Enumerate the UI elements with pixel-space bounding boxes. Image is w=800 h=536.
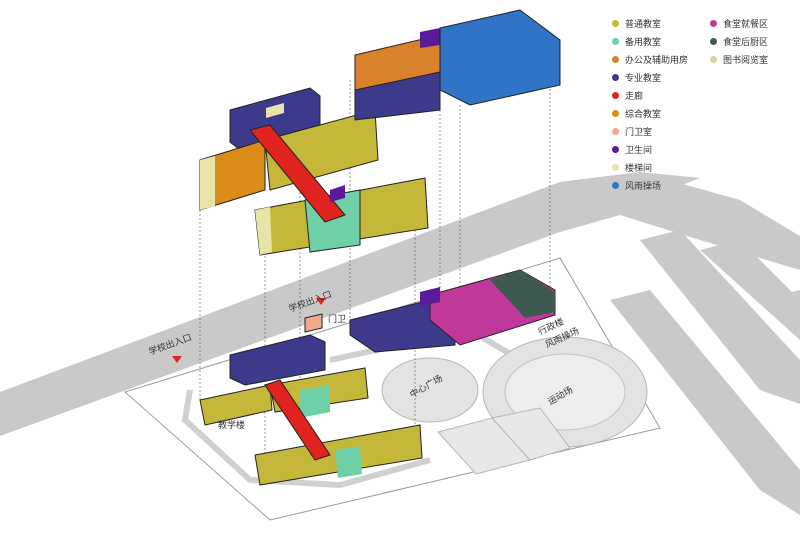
legend-item: 专业教室 (612, 68, 710, 86)
legend-label: 门卫室 (625, 127, 653, 138)
legend-swatch (612, 127, 619, 135)
legend-label: 专业教室 (625, 73, 662, 84)
legend-swatch (612, 109, 619, 117)
legend-item: 普通教室 (612, 14, 710, 32)
legend-swatch (612, 37, 619, 45)
entrance-marker-right (316, 298, 326, 305)
legend-item: 风雨操场 (612, 176, 710, 194)
legend-label: 办公及辅助用房 (625, 55, 689, 66)
label-gate: 门卫 (328, 313, 346, 325)
legend-swatch (710, 37, 717, 45)
legend-swatch (612, 181, 619, 189)
legend-item: 门卫室 (612, 122, 710, 140)
legend-item: 食堂就餐区 (710, 14, 790, 32)
legend-swatch (612, 19, 619, 27)
legend-item: 备用教室 (612, 32, 710, 50)
legend-item: 食堂后厨区 (710, 32, 790, 50)
legend-swatch (612, 55, 619, 63)
legend-item: 卫生间 (612, 140, 710, 158)
legend-label: 卫生间 (625, 145, 653, 156)
sports-courts (437, 407, 571, 475)
legend: 普通教室备用教室办公及辅助用房专业教室走廊综合教室门卫室卫生间楼梯间风雨操场 食堂… (612, 14, 790, 194)
legend-swatch (710, 19, 717, 27)
legend-label: 图书阅览室 (723, 55, 769, 66)
legend-label: 食堂后厨区 (723, 37, 769, 48)
legend-swatch (612, 163, 619, 171)
ground-blocks (199, 269, 556, 486)
floating-blocks (199, 9, 561, 256)
legend-item: 图书阅览室 (710, 50, 790, 68)
legend-label: 楼梯间 (625, 163, 653, 174)
legend-swatch (710, 55, 717, 63)
legend-item: 走廊 (612, 86, 710, 104)
central-plaza (381, 357, 479, 423)
legend-item: 办公及辅助用房 (612, 50, 710, 68)
label-teaching: 教学楼 (218, 419, 245, 431)
legend-item: 综合教室 (612, 104, 710, 122)
legend-label: 综合教室 (625, 109, 662, 120)
legend-label: 备用教室 (625, 37, 662, 48)
legend-label: 走廊 (625, 91, 644, 102)
legend-label: 普通教室 (625, 19, 662, 30)
entrance-marker-left (172, 356, 182, 363)
legend-swatch (612, 145, 619, 153)
legend-label: 风雨操场 (625, 181, 662, 192)
legend-swatch (612, 91, 619, 99)
legend-item: 楼梯间 (612, 158, 710, 176)
legend-swatch (612, 73, 619, 81)
legend-label: 食堂就餐区 (723, 19, 769, 30)
